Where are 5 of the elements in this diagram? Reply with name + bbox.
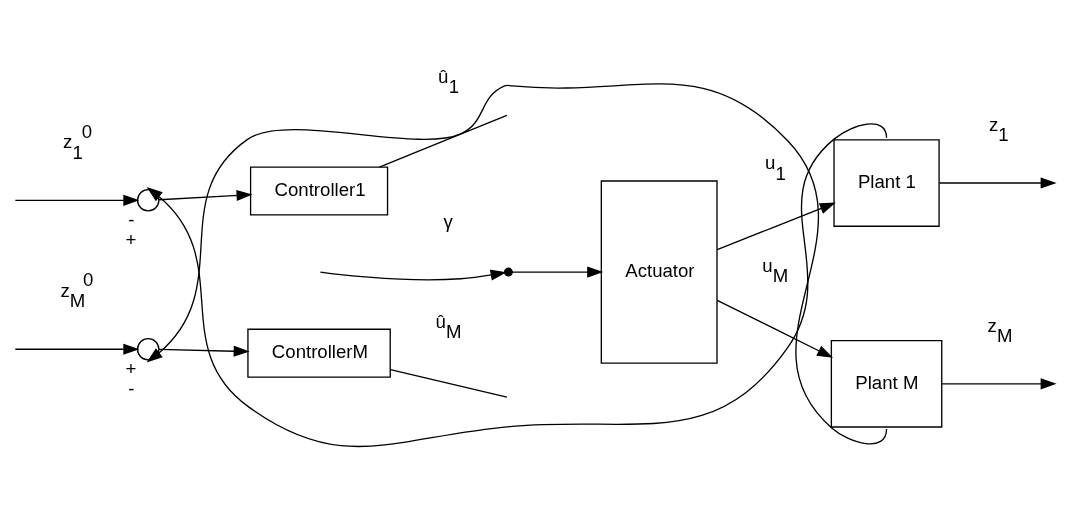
node-label: - bbox=[128, 377, 135, 399]
edge-label: γ bbox=[443, 210, 453, 232]
node-label: + bbox=[125, 357, 137, 379]
node-label: - bbox=[128, 208, 135, 230]
node-label: + bbox=[125, 228, 137, 250]
